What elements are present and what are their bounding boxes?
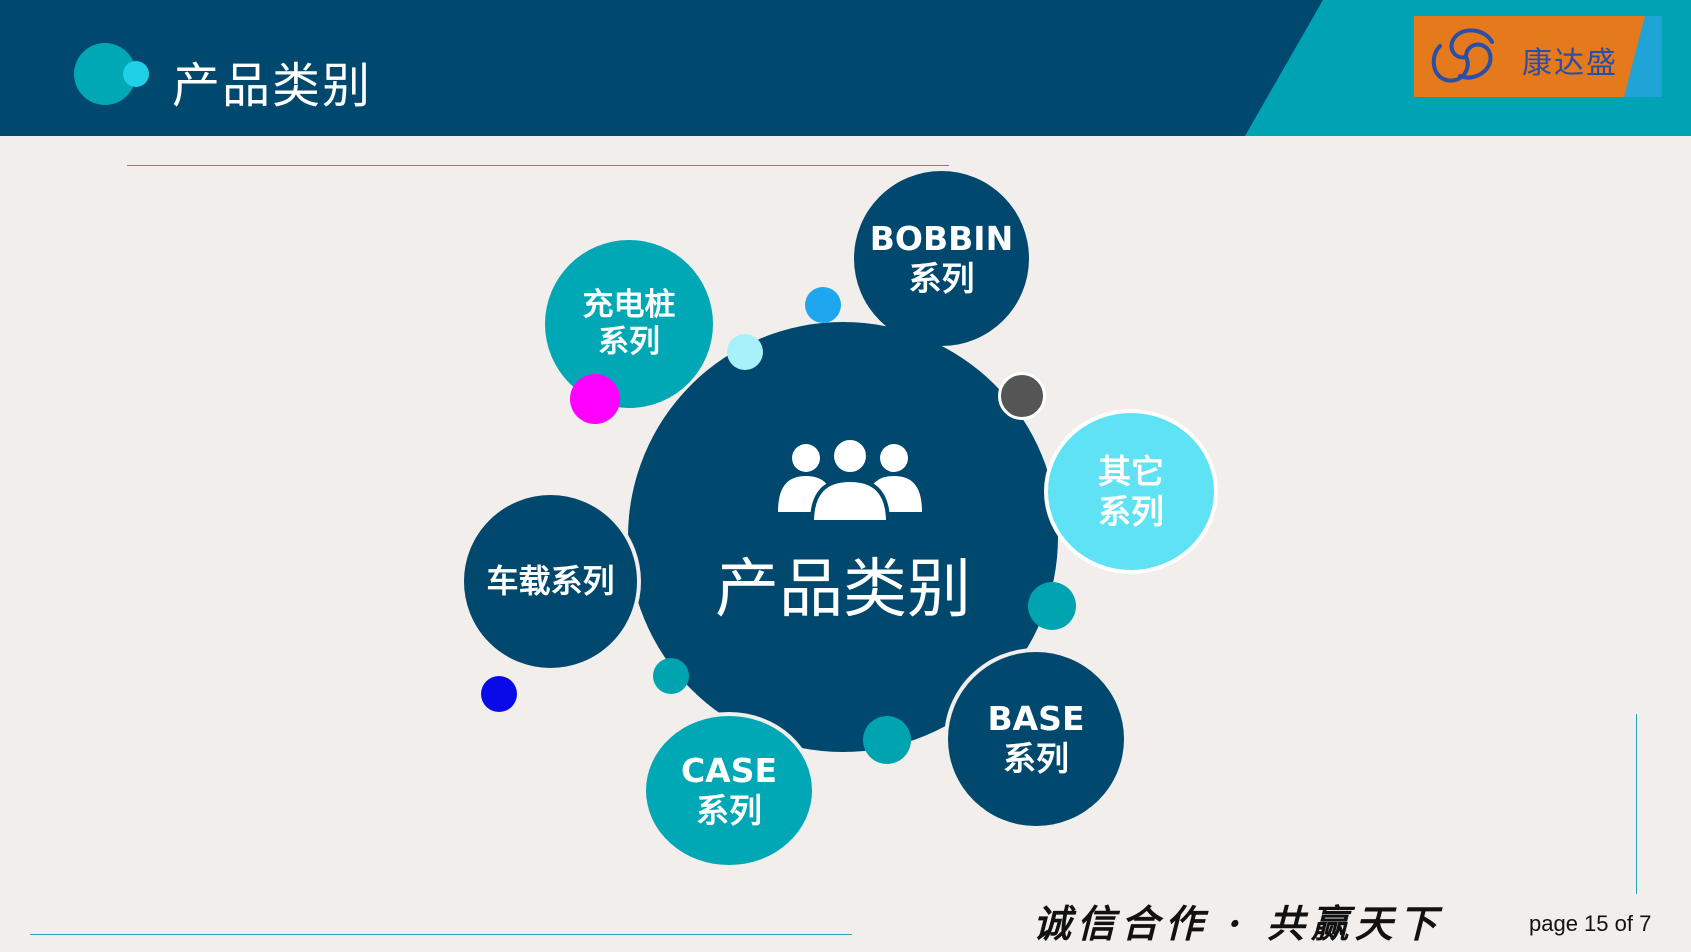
swirl-logo-icon bbox=[1431, 28, 1494, 83]
node-vehicle-series[interactable]: 车载系列 bbox=[460, 491, 641, 672]
page-title: 产品类别 bbox=[172, 58, 373, 114]
node-other-label: 其它 系列 bbox=[1098, 451, 1164, 531]
people-group-icon bbox=[778, 436, 922, 522]
logo-text: 康达盛 bbox=[1522, 46, 1618, 81]
decor-dot-navy bbox=[481, 676, 517, 712]
right-vertical-line bbox=[1636, 714, 1637, 894]
decor-dot-blue bbox=[805, 287, 841, 323]
center-label: 产品类别 bbox=[715, 553, 971, 627]
slogan-text: 诚信合作 · 共赢天下 bbox=[1033, 901, 1443, 946]
node-charging-series[interactable]: 充电桩 系列 bbox=[545, 240, 713, 408]
decor-dot-magenta bbox=[570, 374, 620, 424]
node-vehicle-label: 车载系列 bbox=[486, 562, 615, 601]
node-other-series[interactable]: 其它 系列 bbox=[1044, 409, 1218, 574]
decor-dot-teal-bottom bbox=[863, 716, 911, 764]
decor-dot-teal-left bbox=[653, 658, 689, 694]
top-divider-line bbox=[127, 165, 949, 166]
node-case-label: CASE 系列 bbox=[680, 750, 778, 830]
decor-dot-gray bbox=[998, 372, 1046, 420]
node-base-series[interactable]: BASE 系列 bbox=[944, 648, 1128, 830]
node-charging-label: 充电桩 系列 bbox=[582, 286, 676, 360]
bottom-divider-line bbox=[30, 934, 852, 935]
company-logo: 康达盛 bbox=[1414, 16, 1662, 97]
node-bobbin-label: BOBBIN 系列 bbox=[869, 218, 1014, 298]
node-case-series[interactable]: CASE 系列 bbox=[642, 712, 816, 869]
header-bar: 产品类别 康达盛 bbox=[0, 0, 1691, 136]
node-base-label: BASE 系列 bbox=[987, 699, 1085, 778]
page-number: page 15 of 7 bbox=[1529, 911, 1652, 936]
decor-dot-teal-right bbox=[1028, 582, 1076, 630]
node-bobbin-series[interactable]: BOBBIN 系列 bbox=[854, 171, 1029, 346]
decor-dot-light-cyan bbox=[727, 334, 763, 370]
logo-corner-accent bbox=[1624, 16, 1662, 97]
title-bullet-small-icon bbox=[123, 61, 149, 87]
